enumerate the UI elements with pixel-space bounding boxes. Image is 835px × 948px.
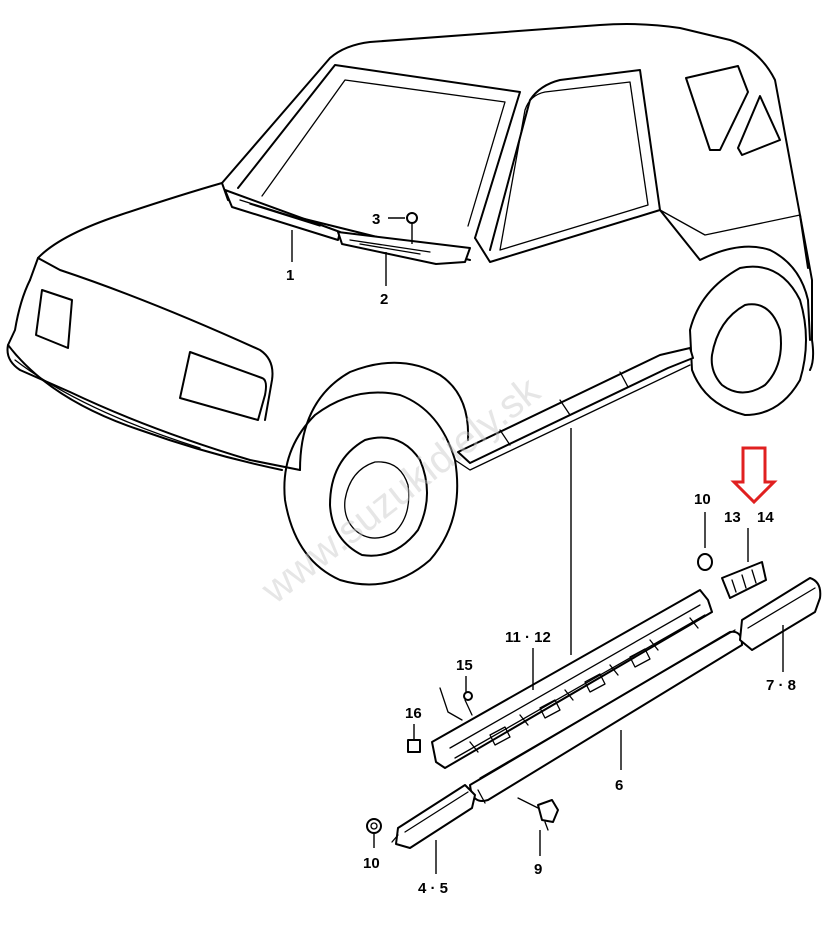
part-9 bbox=[517, 797, 559, 831]
callout-1: 1 bbox=[286, 267, 294, 284]
callout-4-5: 4 · 5 bbox=[418, 880, 448, 897]
part-4-5 bbox=[391, 784, 476, 849]
part-11-12 bbox=[431, 589, 713, 769]
callout-labels: 1 2 3 4 · 5 6 7 · 8 9 10 10 11 · 12 13 1… bbox=[286, 211, 796, 897]
part-7-8 bbox=[739, 577, 822, 651]
part-16 bbox=[407, 739, 421, 753]
watermark-text: www.suzukidiely.sk bbox=[253, 368, 549, 613]
exploded-parts bbox=[291, 212, 822, 874]
callout-3: 3 bbox=[372, 211, 380, 228]
callout-14: 14 bbox=[757, 509, 774, 526]
callout-10-top: 10 bbox=[694, 491, 711, 508]
callout-6: 6 bbox=[615, 777, 623, 794]
vehicle-illustration bbox=[6, 23, 815, 586]
down-arrow-icon bbox=[730, 446, 778, 505]
callout-11-12: 11 · 12 bbox=[505, 629, 551, 646]
part-15 bbox=[439, 687, 473, 721]
callout-13: 13 bbox=[724, 509, 741, 526]
callout-10-bottom: 10 bbox=[363, 855, 380, 872]
callout-16: 16 bbox=[405, 705, 422, 722]
callout-15: 15 bbox=[456, 657, 473, 674]
callout-2: 2 bbox=[380, 291, 388, 308]
part-10-bottom bbox=[366, 818, 382, 834]
callout-9: 9 bbox=[534, 861, 542, 878]
callout-7-8: 7 · 8 bbox=[766, 677, 796, 694]
part-3 bbox=[406, 212, 418, 244]
part-10-top bbox=[697, 553, 713, 571]
part-13-14 bbox=[721, 561, 767, 599]
